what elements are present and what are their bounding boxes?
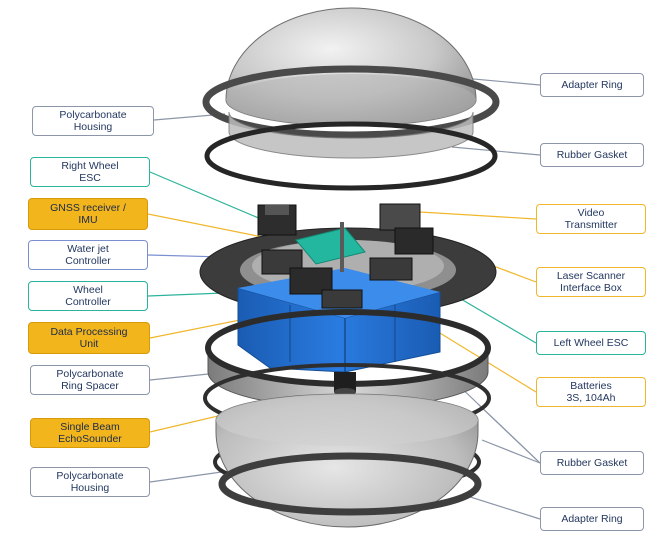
label-polycarbonate-housing-bottom: Polycarbonate Housing [30,467,150,497]
single-beam-echosounder [334,372,356,396]
label-video-transmitter: Video Transmitter [536,204,646,234]
lower-polycarbonate-dome [215,393,479,528]
upper-rubber-gasket [204,121,498,191]
label-batteries: Batteries 3S, 104Ah [536,377,646,407]
label-rubber-gasket-top: Rubber Gasket [540,143,644,167]
label-adapter-ring-top: Adapter Ring [540,73,644,97]
label-data-processing-unit: Data Processing Unit [28,322,150,354]
upper-housing-cylinder [228,111,474,159]
label-wheel-controller: Wheel Controller [28,281,148,311]
label-polycarbonate-housing-top: Polycarbonate Housing [32,106,154,136]
label-laser-scanner-interface-box: Laser Scanner Interface Box [536,267,646,297]
label-polycarbonate-ring-spacer: Polycarbonate Ring Spacer [30,365,150,395]
electronic-modules [257,203,434,309]
label-rubber-gasket-bottom: Rubber Gasket [540,451,644,475]
label-right-wheel-esc: Right Wheel ESC [30,157,150,187]
label-left-wheel-esc: Left Wheel ESC [536,331,646,355]
label-gnss-receiver-imu: GNSS receiver / IMU [28,198,148,230]
label-waterjet-controller: Water jet Controller [28,240,148,270]
lower-adapter-ring [218,452,482,516]
label-single-beam-echosounder: Single Beam EchoSounder [30,418,150,448]
upper-adapter-ring [202,65,500,139]
label-adapter-ring-bottom: Adapter Ring [540,507,644,531]
